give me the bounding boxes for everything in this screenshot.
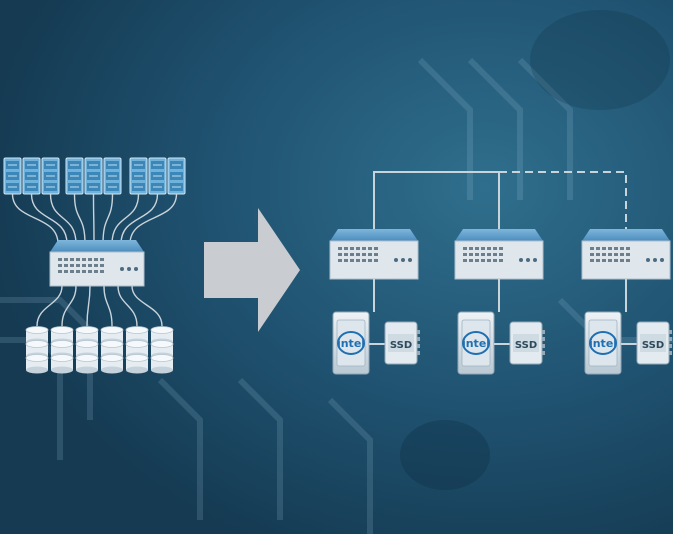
- background-blob: [400, 420, 490, 490]
- node-1: intel SSD: [329, 229, 420, 375]
- server-unit-icon: [3, 157, 22, 195]
- cable-line: [129, 193, 178, 245]
- ssd-label: SSD: [515, 340, 537, 351]
- cable-line: [61, 285, 77, 327]
- server-unit-icon: [148, 157, 167, 195]
- cable-line: [92, 193, 95, 245]
- cable-line: [131, 285, 163, 327]
- ssd-icon: SSD: [509, 321, 545, 365]
- server-racks: [3, 157, 186, 195]
- ssd-icon: SSD: [384, 321, 420, 365]
- cpu-label: intel: [589, 337, 617, 350]
- network-switch-icon: [581, 229, 671, 280]
- network-switch-icon: [49, 240, 145, 287]
- server-unit-icon: [167, 157, 186, 195]
- server-unit-icon: [65, 157, 84, 195]
- central-switch: [49, 240, 145, 287]
- node-2: intel SSD: [454, 229, 545, 375]
- cable-line: [102, 193, 114, 245]
- database-cylinder-icon: [50, 326, 74, 374]
- distributed-nodes: intel SSD intel SSD intel SSD: [329, 229, 672, 375]
- node-3: intel SSD: [581, 229, 672, 375]
- storage-array: [25, 326, 174, 374]
- cable-line: [30, 193, 68, 245]
- node-links: [373, 171, 627, 232]
- database-cylinder-icon: [150, 326, 174, 374]
- cable-line: [49, 193, 77, 245]
- cable-line: [117, 285, 138, 327]
- server-unit-icon: [84, 157, 103, 195]
- solid-link: [373, 171, 500, 232]
- cable-line: [103, 285, 113, 327]
- right-arrow-icon: [204, 208, 300, 332]
- database-cylinder-icon: [125, 326, 149, 374]
- cable-line: [120, 193, 159, 245]
- network-switch-icon: [329, 229, 419, 280]
- ssd-label: SSD: [642, 340, 664, 351]
- cpu-label: intel: [337, 337, 365, 350]
- server-unit-icon: [129, 157, 148, 195]
- cpu-chip-icon: intel: [457, 311, 495, 375]
- network-switch-icon: [454, 229, 544, 280]
- cable-line: [11, 193, 59, 245]
- storage-cables: [36, 285, 163, 327]
- server-unit-icon: [22, 157, 41, 195]
- server-cables: [11, 193, 178, 245]
- cpu-label: intel: [462, 337, 490, 350]
- cable-line: [86, 285, 91, 327]
- cpu-chip-icon: intel: [584, 311, 622, 375]
- cpu-chip-icon: intel: [332, 311, 370, 375]
- cable-line: [73, 193, 86, 245]
- database-cylinder-icon: [100, 326, 124, 374]
- cable-line: [36, 285, 63, 327]
- database-cylinder-icon: [25, 326, 49, 374]
- server-unit-icon: [41, 157, 60, 195]
- server-unit-icon: [103, 157, 122, 195]
- database-cylinder-icon: [75, 326, 99, 374]
- dashed-link: [499, 171, 627, 232]
- cable-line: [111, 193, 140, 245]
- background-circuit: [0, 57, 673, 534]
- ssd-label: SSD: [390, 340, 412, 351]
- ssd-icon: SSD: [636, 321, 672, 365]
- background-blob: [530, 10, 670, 110]
